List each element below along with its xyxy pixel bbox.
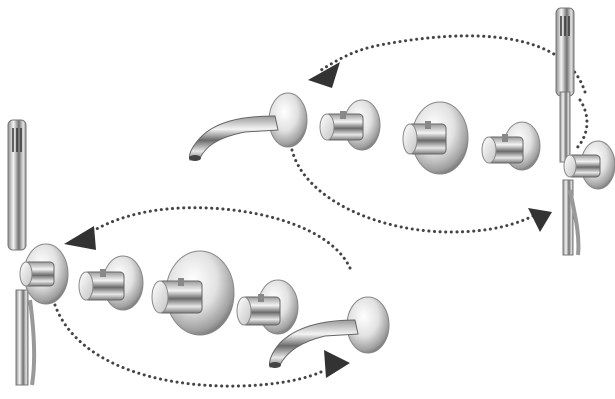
thermostat-bottom <box>152 251 234 335</box>
bottom-arrow-left <box>64 226 96 250</box>
knob-valve-top-1 <box>320 100 380 150</box>
top-arrow-left <box>308 62 340 88</box>
top-arrow-right <box>528 208 552 232</box>
thermostat-top <box>403 102 468 174</box>
top-dotted-path-upper <box>318 36 585 92</box>
bottom-arrow-right <box>324 350 350 378</box>
top-row <box>189 8 615 255</box>
hand-shower-top <box>556 8 578 255</box>
knob-valve-bottom-1 <box>79 256 143 310</box>
knob-valve-bottom-2 <box>237 280 298 334</box>
spout-top <box>189 93 307 161</box>
knob-valve-top-2 <box>482 122 540 170</box>
top-dotted-path-right <box>575 100 587 150</box>
